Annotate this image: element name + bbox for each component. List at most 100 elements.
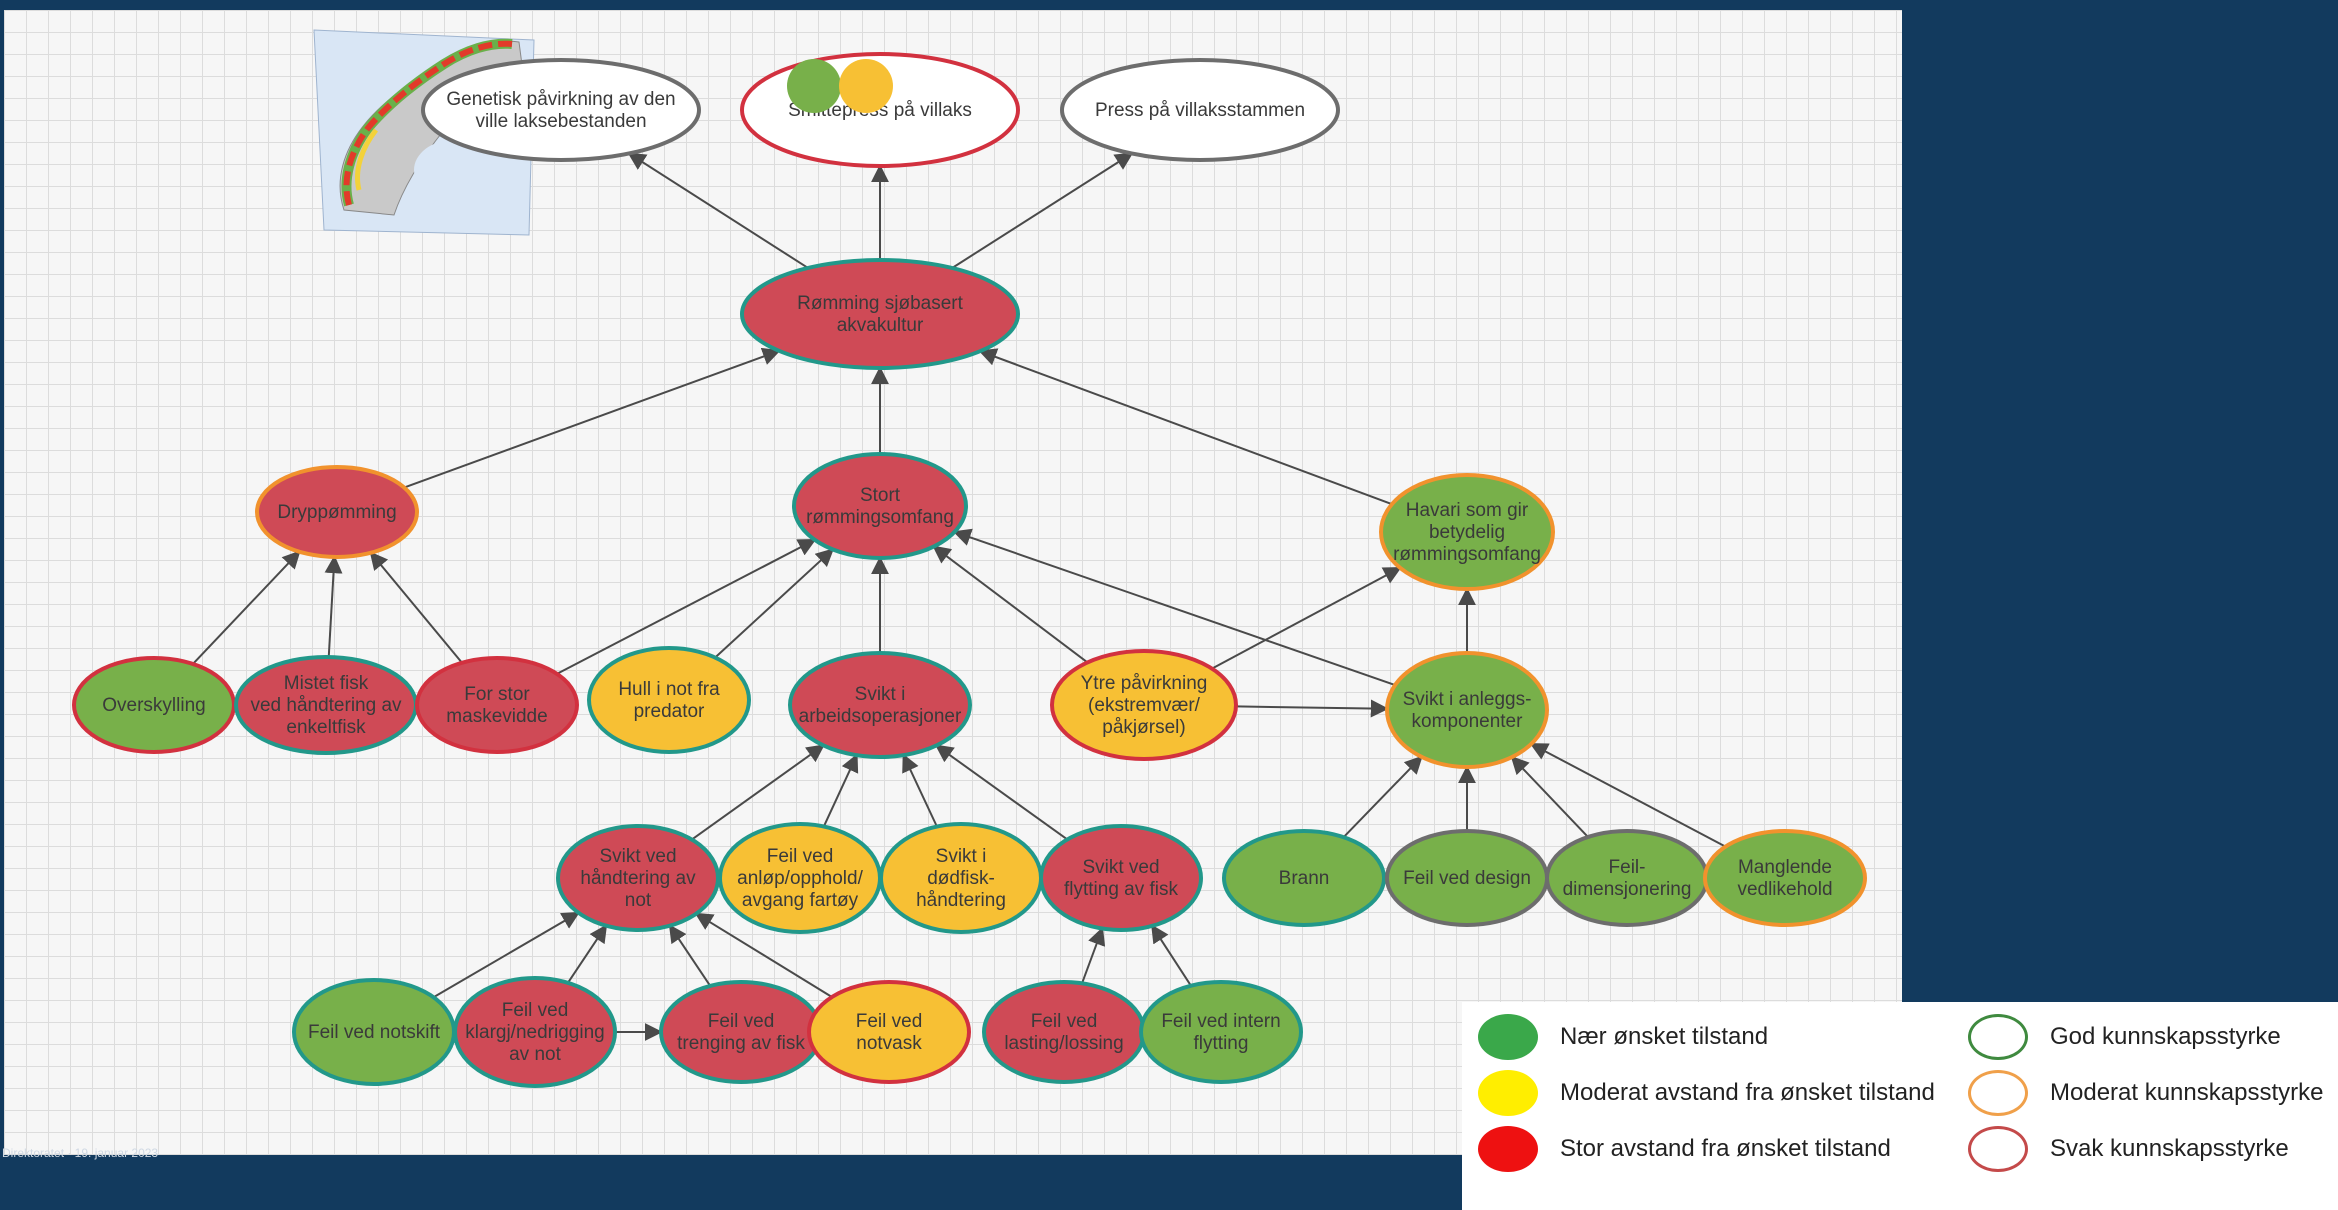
node-label: rømmingsomfang	[806, 507, 954, 528]
node-label: trenging av fisk	[677, 1033, 805, 1054]
status-dot-green-icon	[787, 59, 841, 113]
legend-label: Stor avstand fra ønsket tilstand	[1560, 1135, 1891, 1162]
legend-knowledge-good: God kunnskapsstyrke	[1968, 1014, 2281, 1060]
node-label: For stor	[464, 684, 530, 705]
node-ytre: Ytre påvirkning(ekstremvær/påkjørsel)	[1050, 649, 1238, 761]
edge-lasting-to-svikt_flytting	[1081, 926, 1106, 984]
node-feil_dim: Feil-dimensjonering	[1545, 829, 1709, 927]
node-label: arbeidsoperasjoner	[799, 706, 962, 727]
node-label: Overskylling	[102, 695, 205, 716]
legend-status-moderate: Moderat avstand fra ønsket tilstand	[1478, 1070, 1935, 1116]
node-ellipse	[1703, 829, 1867, 927]
node-label: Ytre påvirkning	[1081, 673, 1208, 694]
node-ellipse	[807, 980, 971, 1084]
node-svikt_anlegg: Svikt i anleggs-komponenter	[1385, 651, 1549, 769]
node-label: ved håndtering av	[250, 695, 402, 716]
node-label: Feil ved	[767, 846, 834, 867]
legend-label: Moderat kunnskapsstyrke	[2050, 1079, 2324, 1106]
edge-overskylling-to-dryppromming	[192, 550, 301, 665]
node-label: Feil ved notskift	[308, 1022, 441, 1043]
node-label: ville laksebestanden	[475, 111, 646, 132]
node-label: Svikt ved	[599, 846, 676, 867]
node-label: Feil ved	[502, 1000, 569, 1021]
edge-intern-to-svikt_flytting	[1151, 924, 1192, 987]
edge-forstor-to-stort	[556, 539, 817, 675]
node-label: akvakultur	[837, 315, 924, 336]
node-label: Smittepress på villaks	[788, 100, 972, 121]
node-label: Feil ved intern	[1161, 1011, 1280, 1032]
node-label: dødfisk-	[927, 868, 995, 889]
node-label: flytting	[1194, 1033, 1249, 1054]
node-ellipse	[415, 656, 579, 754]
legend-ring-good	[1968, 1014, 2028, 1060]
node-label: komponenter	[1412, 711, 1524, 732]
node-label: vedlikehold	[1737, 879, 1832, 900]
legend-label: God kunnskapsstyrke	[2050, 1023, 2281, 1050]
edge-mistet-to-dryppromming	[324, 555, 343, 658]
node-dryppromming: Dryppømming	[255, 465, 419, 559]
node-ellipse	[788, 651, 972, 759]
node-ellipse	[982, 980, 1146, 1084]
node-label: Stort	[860, 485, 901, 506]
edge-ytre-to-svikt_anlegg	[1235, 699, 1389, 718]
edge-forstor-to-dryppromming	[369, 551, 463, 664]
edge-dryppromming-to-romming	[403, 347, 781, 489]
node-label: Feil ved	[1031, 1011, 1098, 1032]
node-label: notvask	[856, 1033, 922, 1054]
node-ellipse	[1222, 829, 1386, 927]
node-ellipse	[740, 258, 1020, 370]
legend-swatch-good	[1478, 1014, 1538, 1060]
node-label: enkeltfisk	[286, 717, 366, 738]
node-label: Feil ved	[708, 1011, 775, 1032]
node-label: Feil ved	[856, 1011, 923, 1032]
footer-note: Direktoratet · 19. januar 2023	[2, 1146, 159, 1160]
edge-klargj-to-svikt_not	[567, 924, 608, 984]
edge-svikt_not-to-svikt_arbeid	[691, 744, 825, 841]
edge-svikt_dodfisk-to-svikt_arbeid	[902, 753, 938, 827]
node-label: håndtering	[916, 890, 1006, 911]
node-press: Press på villaksstammen	[1060, 58, 1340, 162]
node-ellipse	[255, 465, 419, 559]
legend-label: Nær ønsket tilstand	[1560, 1023, 1769, 1050]
node-label: Hull i not fra	[618, 679, 720, 700]
edge-ytre-to-havari	[1211, 566, 1402, 670]
node-ellipse	[1050, 649, 1238, 761]
node-label: Feil-	[1609, 857, 1646, 878]
edge-manglende-to-svikt_anlegg	[1529, 743, 1726, 848]
node-label: (ekstremvær/	[1088, 695, 1201, 716]
node-label: Mistet fisk	[284, 673, 369, 694]
edge-romming-to-press	[951, 152, 1134, 269]
edge-hull-to-stort	[714, 548, 835, 659]
edge-notvask-to-svikt_not	[694, 912, 833, 998]
legend-swatch-moderate	[1478, 1070, 1538, 1116]
legend-status-good: Nær ønsket tilstand	[1478, 1014, 1768, 1060]
edge-feil_anlop-to-svikt_arbeid	[822, 753, 859, 827]
edge-brann-to-svikt_anlegg	[1342, 755, 1423, 838]
status-dot-yellow-icon	[839, 59, 893, 113]
legend-ring-weak	[1968, 1126, 2028, 1172]
edge-trenging-to-svikt_not	[668, 924, 711, 987]
edge-svikt_anlegg-to-stort	[952, 528, 1396, 686]
node-label: påkjørsel)	[1102, 717, 1185, 738]
node-label: not	[625, 890, 652, 911]
edge-feil_dim-to-svikt_anlegg	[1510, 755, 1589, 838]
node-label: avgang fartøy	[742, 890, 859, 911]
node-label: Havari som gir	[1406, 500, 1529, 521]
node-ellipse	[792, 452, 968, 560]
node-label: Svikt ved	[1082, 857, 1159, 878]
node-ellipse	[421, 58, 701, 162]
node-label: Dryppømming	[277, 502, 396, 523]
node-label: lasting/lossing	[1004, 1033, 1123, 1054]
node-ellipse	[1385, 651, 1549, 769]
legend-status-bad: Stor avstand fra ønsket tilstand	[1478, 1126, 1891, 1172]
legend-knowledge-weak: Svak kunnskapsstyrke	[1968, 1126, 2289, 1172]
